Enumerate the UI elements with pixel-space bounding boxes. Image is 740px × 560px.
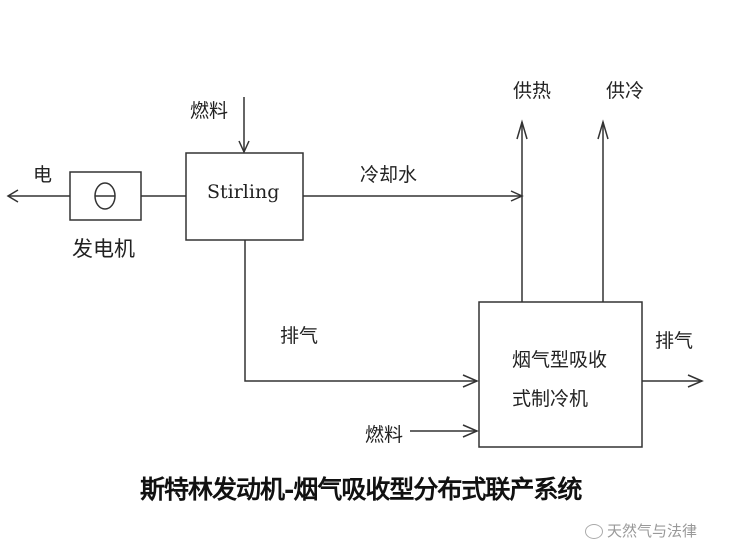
cold-supply-label: 供冷 <box>606 80 645 102</box>
exhaust-label: 排气 <box>280 325 319 347</box>
fuel-stirling-label: 燃料 <box>190 100 229 122</box>
fuel-chiller-arrowhead <box>462 424 479 438</box>
generator-label: 发电机 <box>72 237 135 261</box>
exhaust-line <box>244 240 477 382</box>
cooling-water-label: 冷却水 <box>360 164 418 186</box>
chiller-label-line1: 烟气型吸收 <box>512 349 608 371</box>
exhaust-out-label: 排气 <box>655 330 694 352</box>
electricity-label: 电 <box>33 164 53 186</box>
cold-supply-arrowhead <box>597 119 609 140</box>
heat-supply-label: 供热 <box>513 80 552 102</box>
exhaust-out-arrowhead <box>687 374 704 388</box>
wechat-icon <box>585 524 603 539</box>
watermark: 天然气与法律 <box>585 520 697 541</box>
heat-supply-arrowhead <box>516 119 528 140</box>
chiller-label-line2: 式制冷机 <box>512 388 589 410</box>
stirling-label: Stirling <box>207 181 280 203</box>
exhaust-arrowhead <box>462 374 479 388</box>
chiller-box <box>478 301 643 448</box>
fuel-chiller-label: 燃料 <box>365 424 404 446</box>
diagram-title: 斯特林发动机-烟气吸收型分布式联产系统 <box>140 475 582 504</box>
electricity-arrowhead <box>6 189 19 203</box>
watermark-text: 天然气与法律 <box>607 522 698 540</box>
fuel-stirling-arrowhead <box>238 140 250 154</box>
